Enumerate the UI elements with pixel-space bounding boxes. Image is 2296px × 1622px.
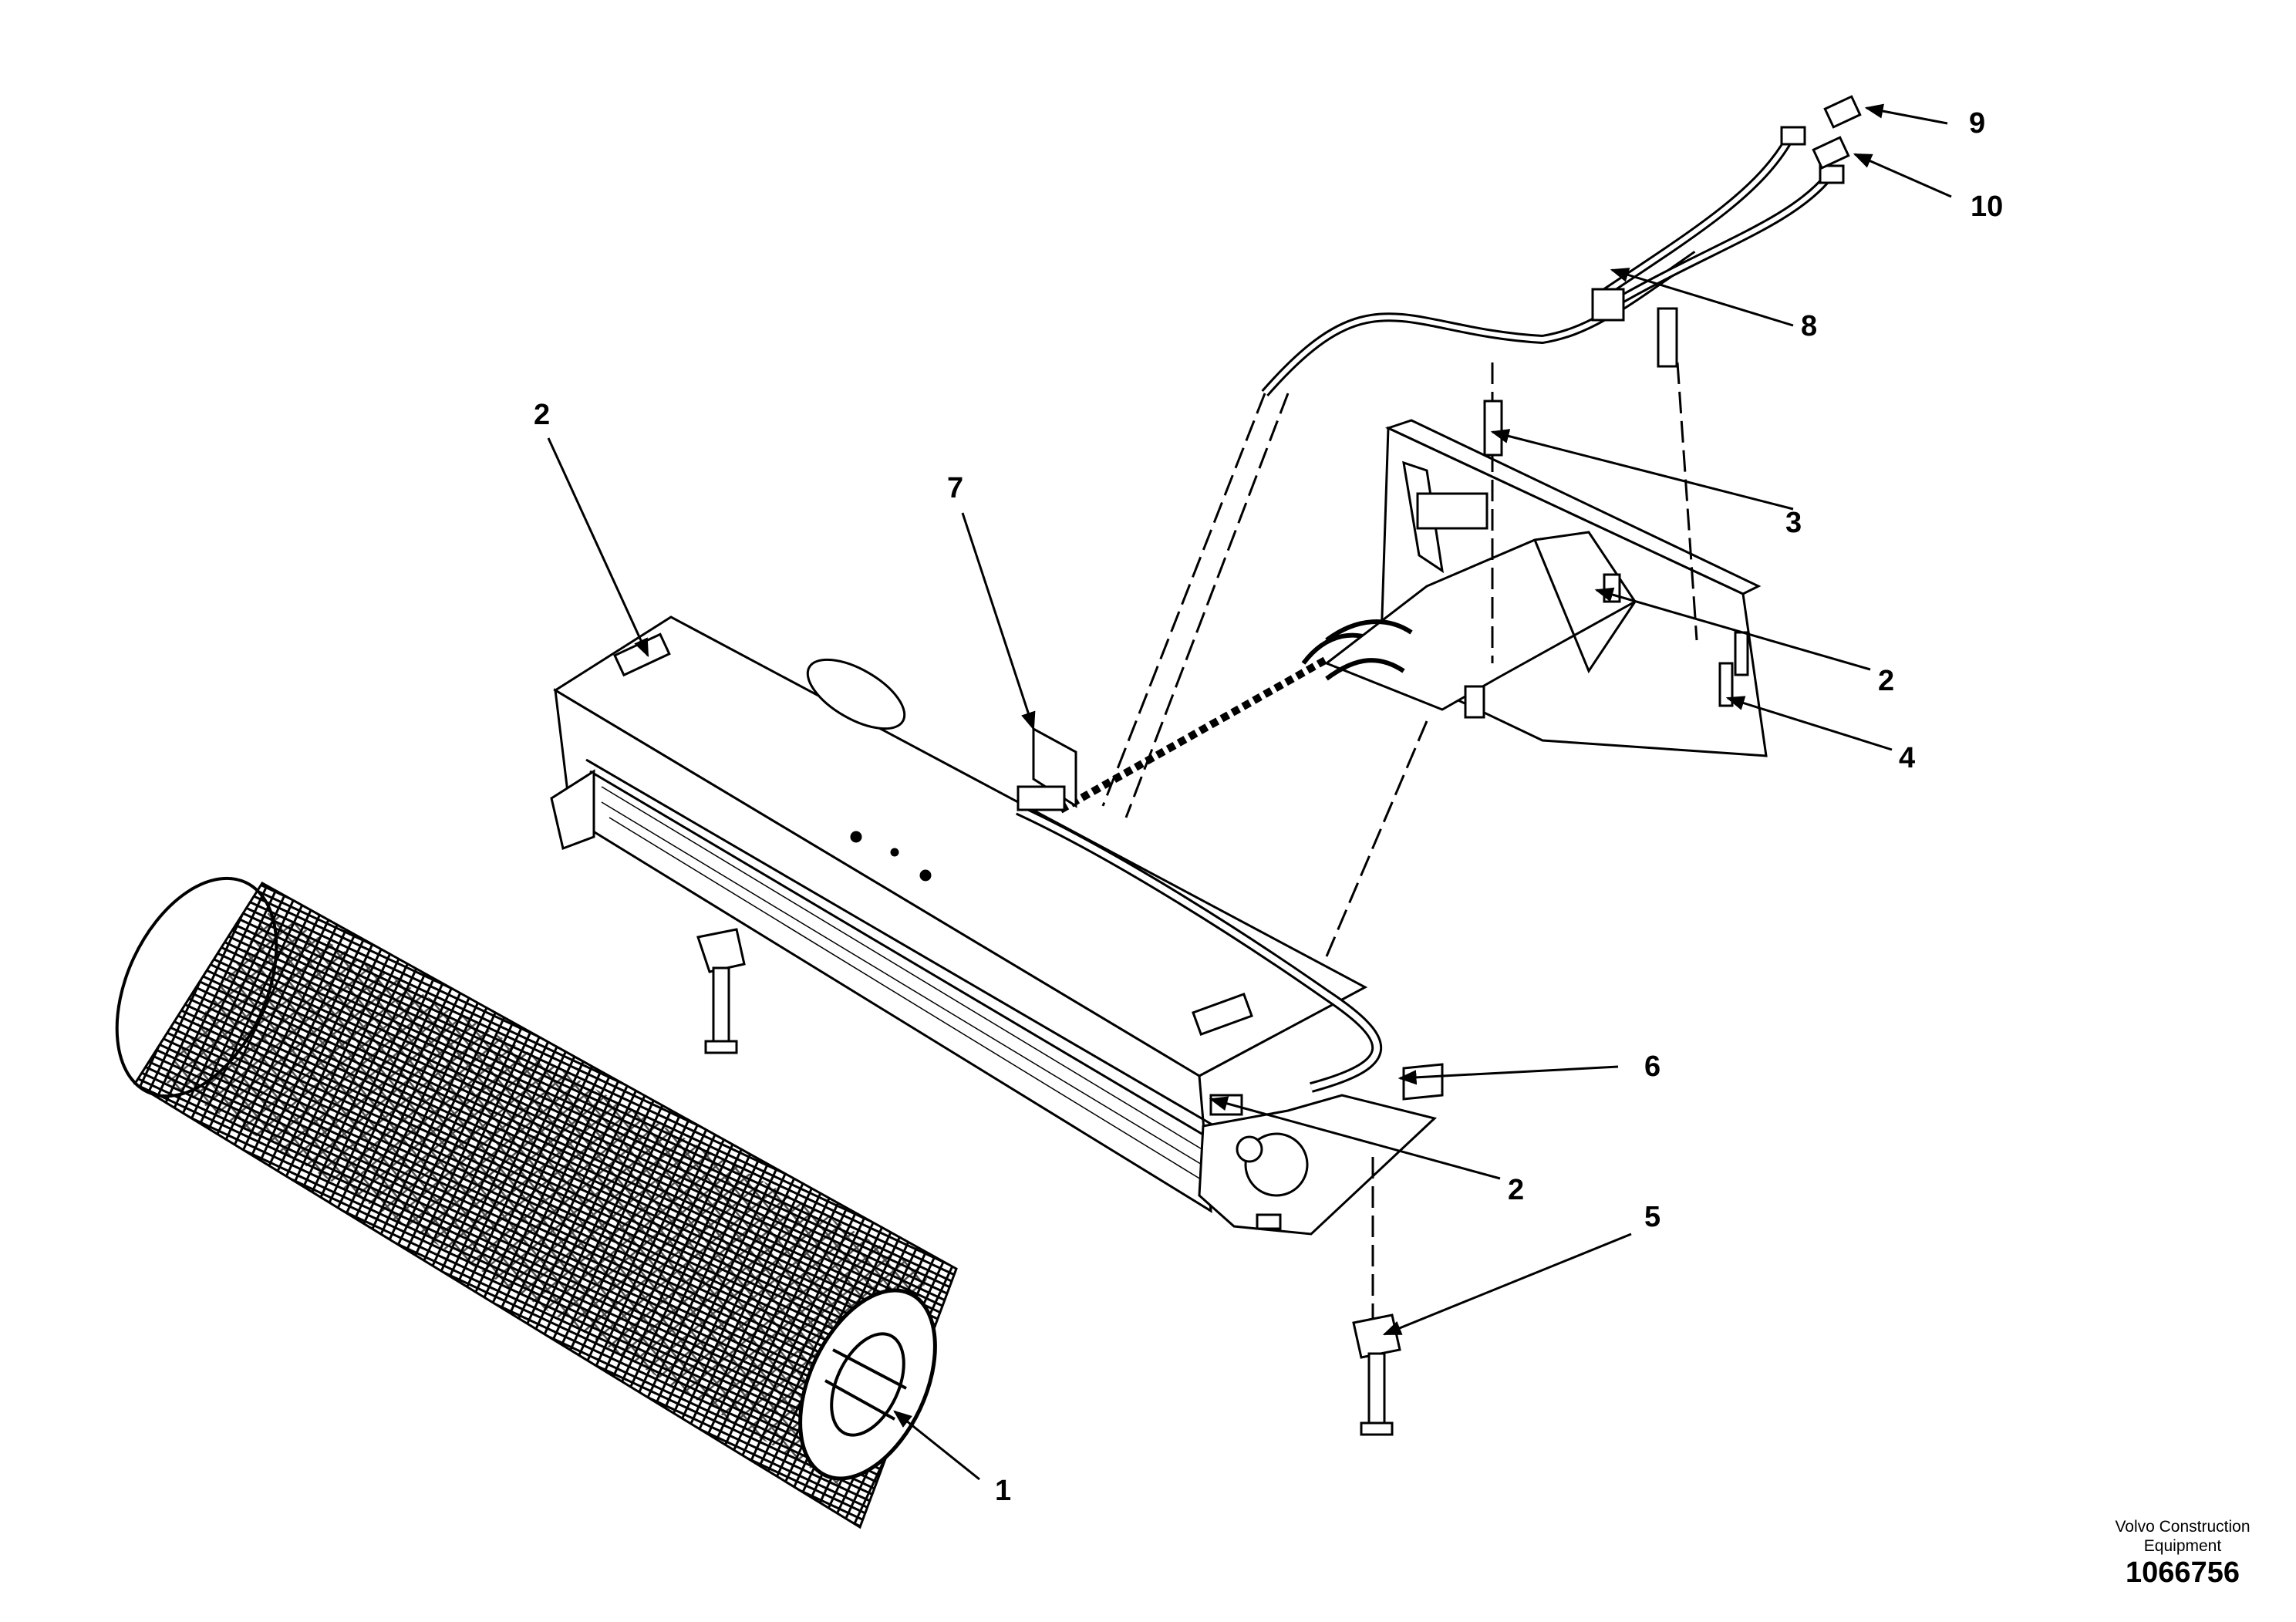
callout-labels: 1 2 2 2 3 4 5 6 7 8 9 10 xyxy=(534,107,2003,1507)
callout-1: 1 xyxy=(995,1475,1011,1507)
quick-couplers xyxy=(1812,95,1862,170)
callout-10: 10 xyxy=(1971,191,2003,223)
callout-8: 8 xyxy=(1801,310,1817,342)
callout-3: 3 xyxy=(1785,507,1802,539)
callout-2-bottom: 2 xyxy=(1508,1174,1524,1206)
hydraulic-hoses xyxy=(1101,126,1845,1327)
pins xyxy=(1483,307,1678,457)
callout-6: 6 xyxy=(1644,1050,1660,1083)
brush-roller xyxy=(115,876,958,1529)
callout-2-right: 2 xyxy=(1878,665,1894,697)
company-name-line1: Volvo Construction xyxy=(2115,1518,2250,1536)
mounting-plate xyxy=(1323,419,1768,757)
drawing-number: 1066756 xyxy=(2126,1556,2240,1589)
parking-stands xyxy=(696,928,1401,1436)
callout-2-top: 2 xyxy=(534,399,550,431)
callout-4: 4 xyxy=(1899,742,1915,774)
callout-7: 7 xyxy=(947,472,963,504)
company-name-line2: Equipment xyxy=(2143,1537,2222,1555)
hose-bracket xyxy=(1017,727,1077,811)
callout-9: 9 xyxy=(1969,107,1985,140)
sweeper-housing xyxy=(550,615,1444,1236)
leader-lines xyxy=(547,103,1952,1481)
callout-5: 5 xyxy=(1644,1201,1660,1233)
